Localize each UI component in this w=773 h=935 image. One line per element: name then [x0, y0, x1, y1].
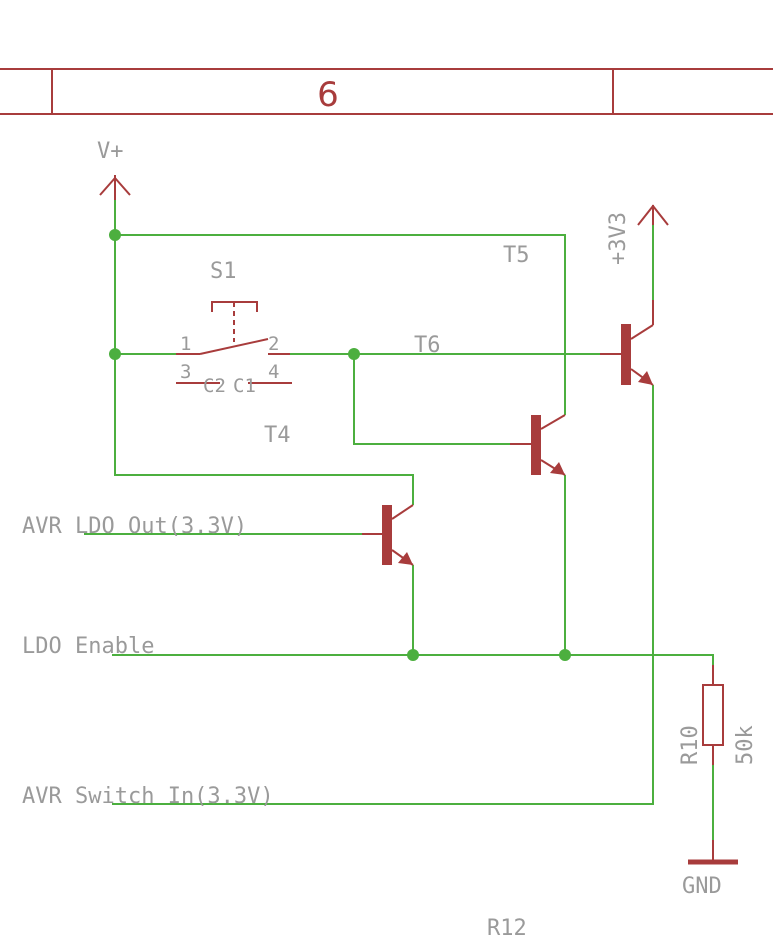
wires [84, 200, 714, 840]
junction [109, 229, 121, 241]
junction [348, 348, 360, 360]
offpage-ref-label: R12 [487, 916, 527, 935]
resistor-value-label: 50k [733, 725, 758, 765]
vplus-supply: V+ [97, 139, 131, 200]
transistor-t5-label: T5 [503, 243, 530, 268]
net-label-ldo-enable: LDO Enable [22, 634, 154, 659]
resistor-r10: R10 50k [678, 665, 758, 765]
v3v3-supply: +3V3 [606, 204, 669, 265]
junction [407, 649, 419, 661]
transistor-t4: T4 [264, 423, 414, 566]
gnd-symbol: GND [682, 840, 738, 899]
junctions [109, 229, 571, 661]
transistor-t5: T5 [503, 243, 566, 476]
switch-c1-label: C1 [233, 375, 256, 397]
net-label-avr-ldo-out: AVR LDO Out(3.3V) [22, 514, 247, 539]
switch-s1: S1 1 2 3 4 C2 C1 [176, 259, 292, 397]
gnd-label: GND [682, 874, 722, 899]
switch-pin4-label: 4 [268, 361, 279, 383]
switch-pin3-label: 3 [180, 361, 191, 383]
frame-column-label: 6 [317, 75, 339, 115]
vplus-label: V+ [97, 139, 124, 164]
v3v3-label: +3V3 [606, 212, 631, 265]
transistor-t4-label: T4 [264, 423, 291, 448]
drawing-frame: 6 [0, 68, 773, 115]
switch-pin1-label: 1 [180, 333, 191, 355]
transistor-t6-label: T6 [414, 333, 441, 358]
switch-c2-label: C2 [203, 375, 226, 397]
net-label-avr-switch-in: AVR Switch In(3.3V) [22, 784, 274, 809]
resistor-ref-label: R10 [678, 725, 703, 765]
junction [109, 348, 121, 360]
switch-pin2-label: 2 [268, 333, 279, 355]
transistor-t6: T6 [414, 300, 654, 386]
junction [559, 649, 571, 661]
switch-ref-label: S1 [210, 259, 237, 284]
